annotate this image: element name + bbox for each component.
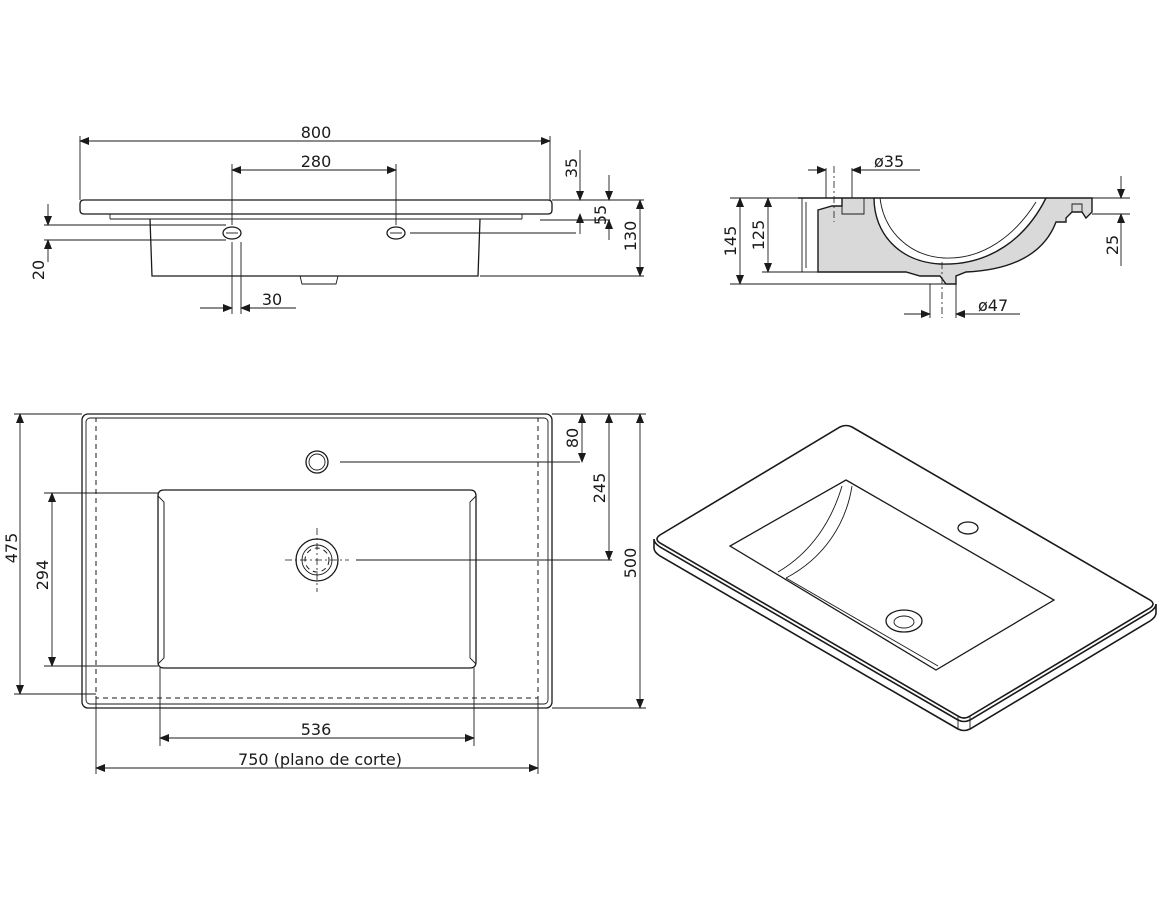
plan-bowl — [157, 489, 477, 669]
dim-drain-diameter: ø47 — [978, 296, 1008, 315]
iso-tap-hole — [957, 521, 979, 535]
dim-125: 125 — [749, 220, 768, 251]
dim-30: 30 — [262, 290, 282, 309]
dim-cut-plane: 750 (plano de corte) — [238, 750, 402, 769]
dim-130: 130 — [621, 221, 640, 252]
iso-drain — [885, 609, 923, 633]
iso-bowl-inner — [777, 485, 843, 573]
plan-tap-hole — [305, 450, 329, 474]
section-profile — [798, 197, 1093, 285]
plan-view: 80 245 500 475 294 536 750 (plano de cor… — [2, 413, 646, 774]
dim-20: 20 — [29, 260, 48, 280]
dim-536: 536 — [301, 720, 332, 739]
isometric-view — [653, 424, 1157, 732]
section-view: ø35 ø47 145 125 25 — [721, 152, 1130, 318]
iso-top-surface — [656, 424, 1154, 719]
dim-55: 55 — [591, 205, 610, 225]
front-bowl — [149, 218, 481, 277]
front-tap-hole-right — [386, 226, 406, 240]
plan-cut-plane — [95, 417, 539, 699]
dim-25: 25 — [1103, 235, 1122, 255]
front-tap-hole-left — [222, 226, 242, 240]
dim-800: 800 — [301, 123, 332, 142]
front-view: 800 280 35 55 130 20 30 — [29, 123, 644, 314]
front-slab — [79, 199, 553, 215]
dim-80: 80 — [563, 428, 582, 448]
iso-bowl-rim — [728, 479, 1056, 671]
dim-500: 500 — [621, 548, 640, 579]
dim-475: 475 — [2, 533, 21, 564]
dim-145: 145 — [721, 226, 740, 257]
dim-294: 294 — [33, 560, 52, 591]
dim-245: 245 — [590, 473, 609, 504]
dim-280: 280 — [301, 152, 332, 171]
plan-drain — [285, 528, 349, 592]
plan-outline — [81, 413, 553, 709]
dim-tap-diameter: ø35 — [874, 152, 904, 171]
dim-35: 35 — [562, 158, 581, 178]
